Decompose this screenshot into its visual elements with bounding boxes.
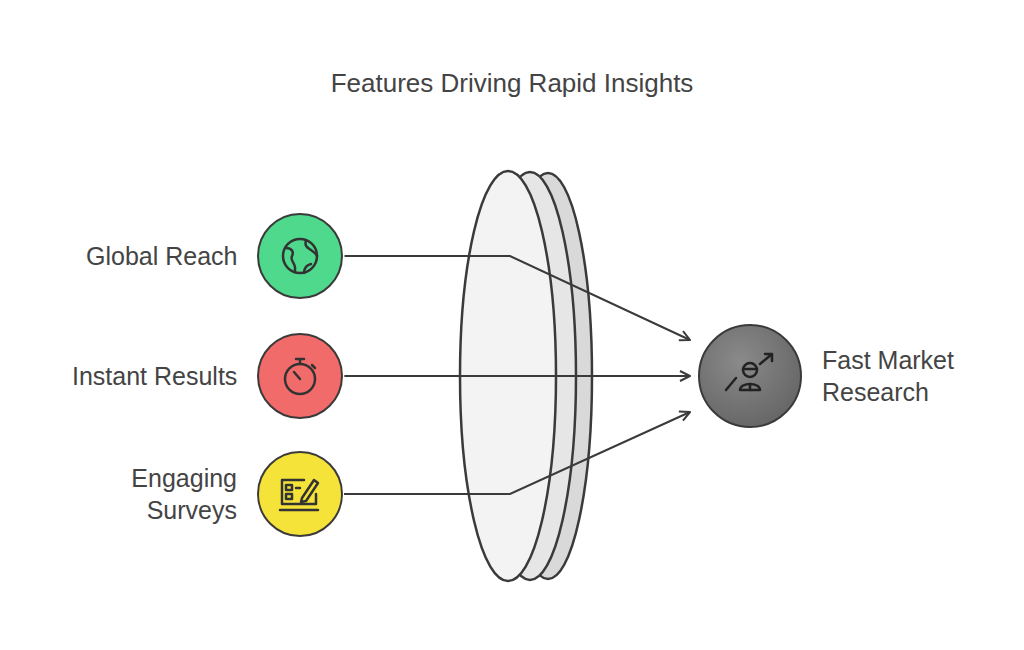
node-label: Instant Results xyxy=(72,360,237,393)
icon-circle xyxy=(257,451,343,537)
node-label: Global Reach xyxy=(86,240,237,273)
feature-node: Fast Market Research xyxy=(698,324,992,428)
diagram-title: Features Driving Rapid Insights xyxy=(0,68,1024,99)
arrow-connector xyxy=(344,256,690,340)
feature-node: Engaging Surveys xyxy=(107,451,343,537)
icon-circle xyxy=(698,324,802,428)
icon-circle xyxy=(257,333,343,419)
arrow-connector xyxy=(344,375,690,377)
icon-symbol xyxy=(276,472,324,516)
node-label: Fast Market Research xyxy=(822,344,992,409)
arrow-connector xyxy=(344,412,690,494)
icon-circle xyxy=(257,213,343,299)
icon-symbol xyxy=(278,234,322,278)
feature-node: Instant Results xyxy=(72,333,343,419)
icon-symbol xyxy=(722,350,778,402)
icon-symbol xyxy=(278,354,322,398)
node-label: Engaging Surveys xyxy=(107,462,237,527)
feature-node: Global Reach xyxy=(86,213,343,299)
